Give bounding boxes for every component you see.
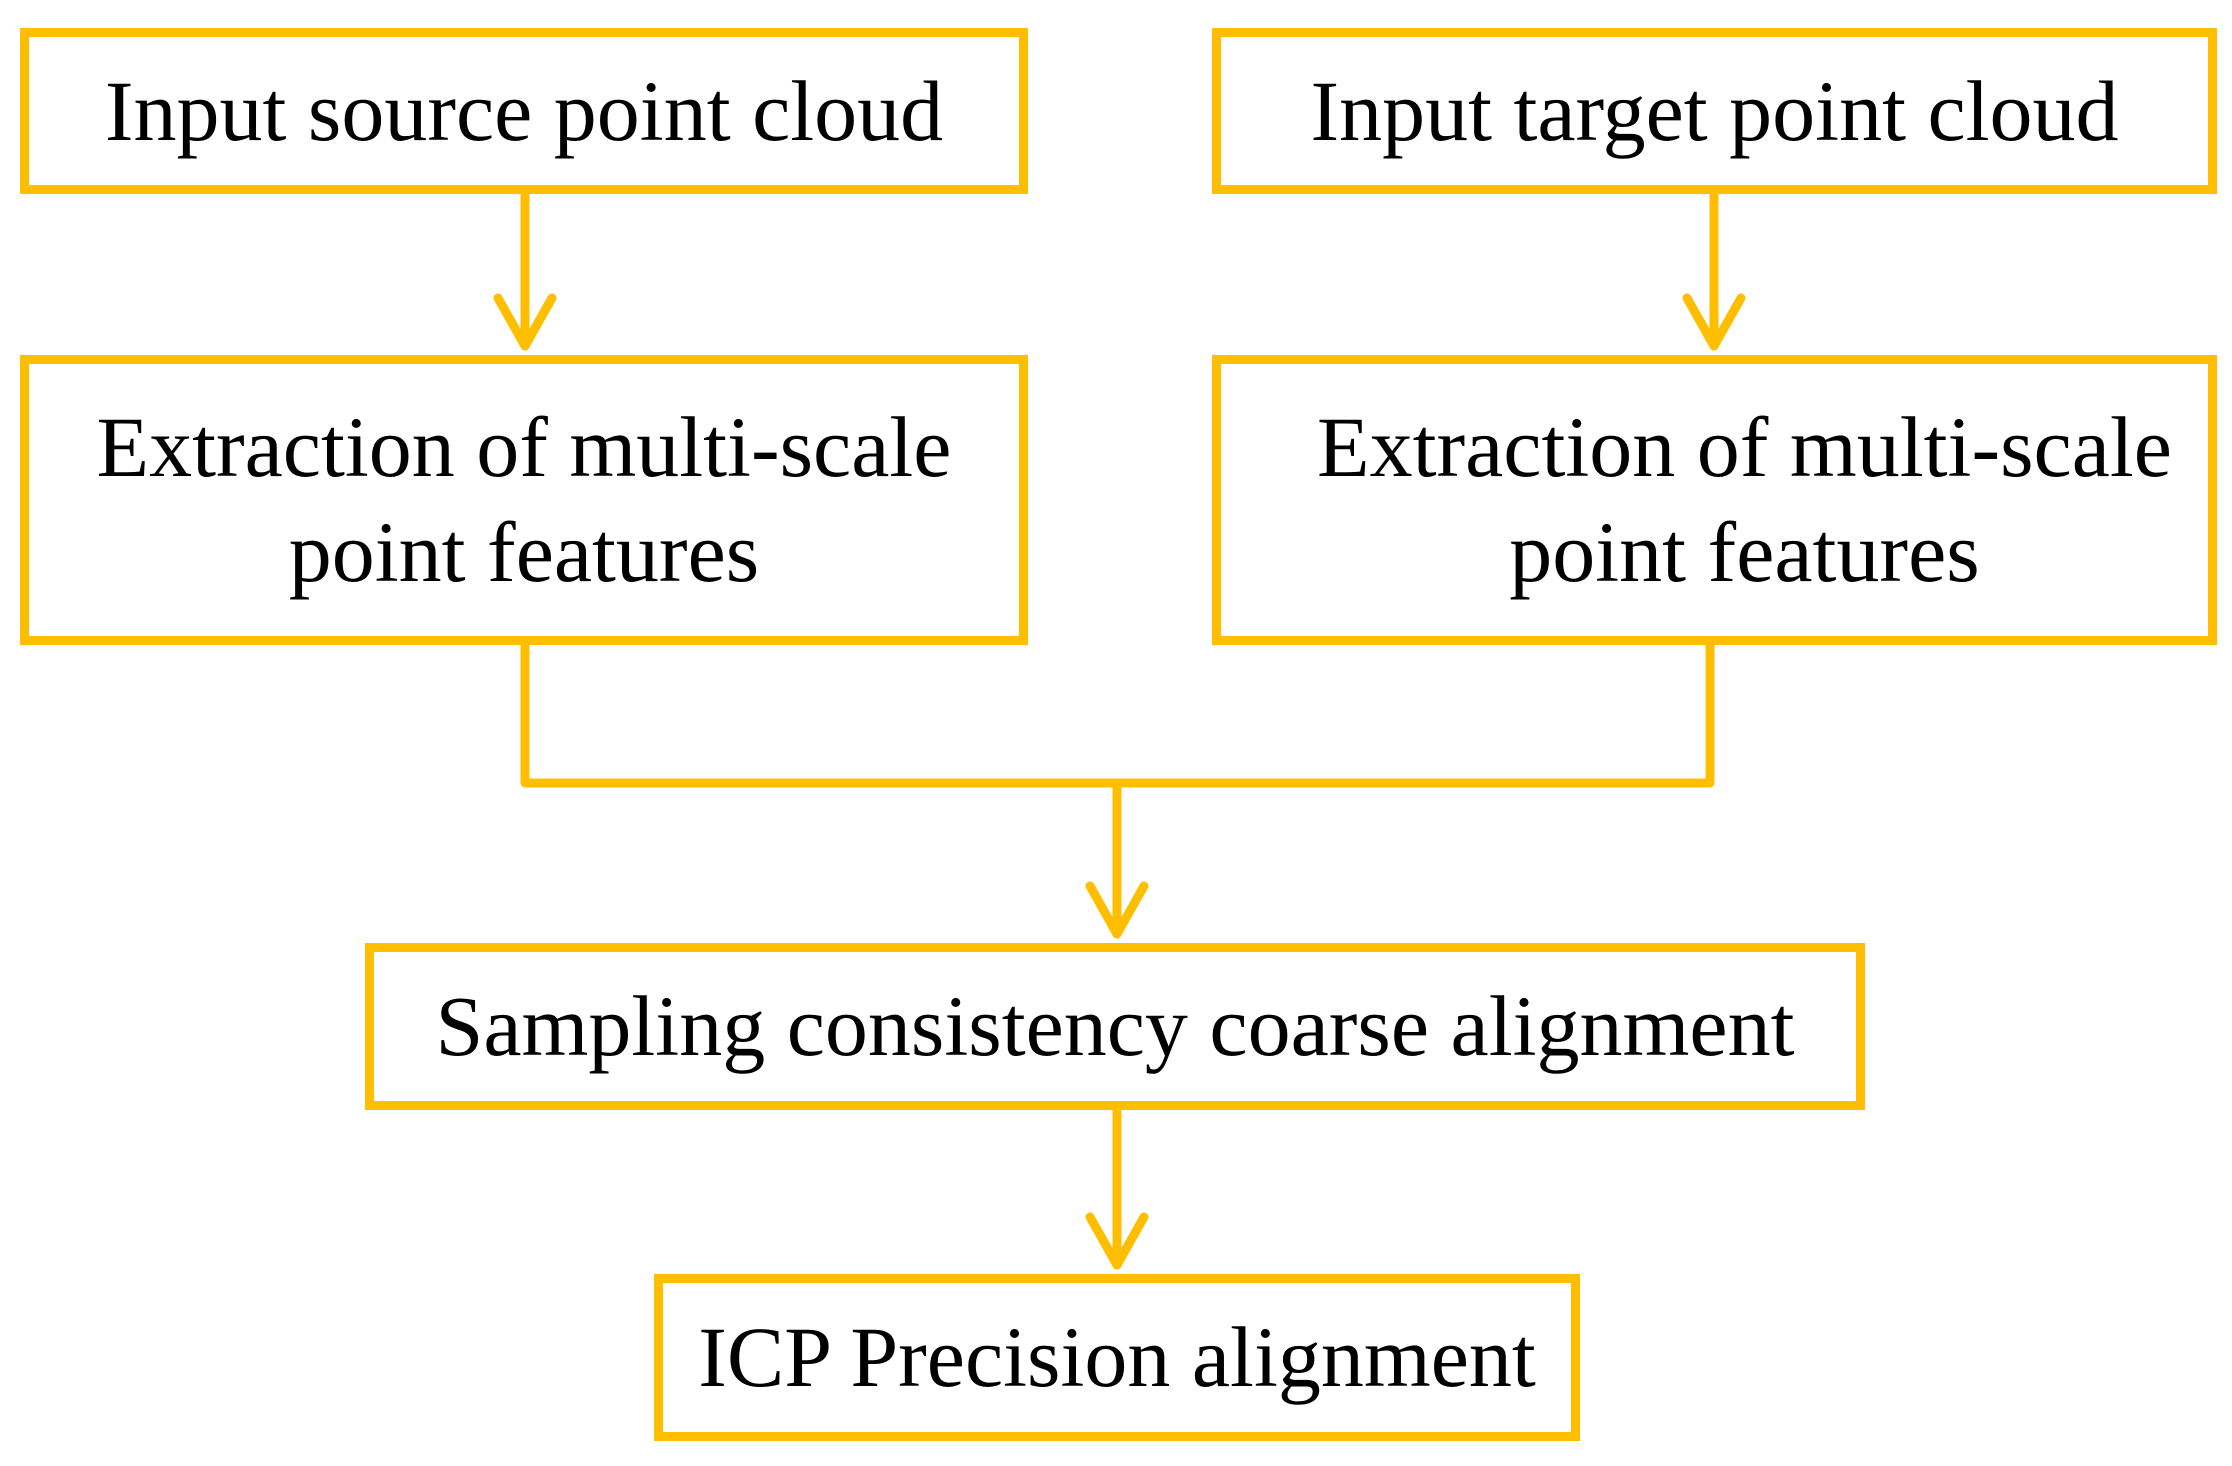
node-label-line1: Extraction of multi-scale	[1317, 399, 2172, 496]
node-icp-precision-alignment: ICP Precision alignment	[654, 1274, 1580, 1441]
node-input-target-point-cloud: Input target point cloud	[1212, 28, 2217, 194]
arrowhead-source-to-features	[493, 293, 557, 351]
node-extract-features-source: Extraction of multi-scale point features	[20, 355, 1028, 645]
node-label: Sampling consistency coarse alignment	[435, 978, 1795, 1075]
arrowhead-coarse-to-icp	[1085, 1212, 1149, 1270]
connector-merge	[520, 640, 1715, 788]
node-label-line1: Extraction of multi-scale	[96, 399, 952, 496]
node-extract-features-target: Extraction of multi-scale point features	[1212, 355, 2217, 645]
node-label-line2: point features	[288, 504, 760, 600]
node-label: Input target point cloud	[1310, 62, 2119, 159]
node-label: ICP Precision alignment	[698, 1309, 1536, 1406]
node-input-source-point-cloud: Input source point cloud	[20, 28, 1028, 194]
node-label-line2: point features	[1509, 504, 1980, 600]
arrowhead-merge-to-coarse	[1085, 881, 1149, 939]
node-label: Input source point cloud	[104, 62, 944, 159]
arrowhead-target-to-features	[1682, 293, 1746, 351]
node-coarse-alignment: Sampling consistency coarse alignment	[365, 943, 1865, 1110]
